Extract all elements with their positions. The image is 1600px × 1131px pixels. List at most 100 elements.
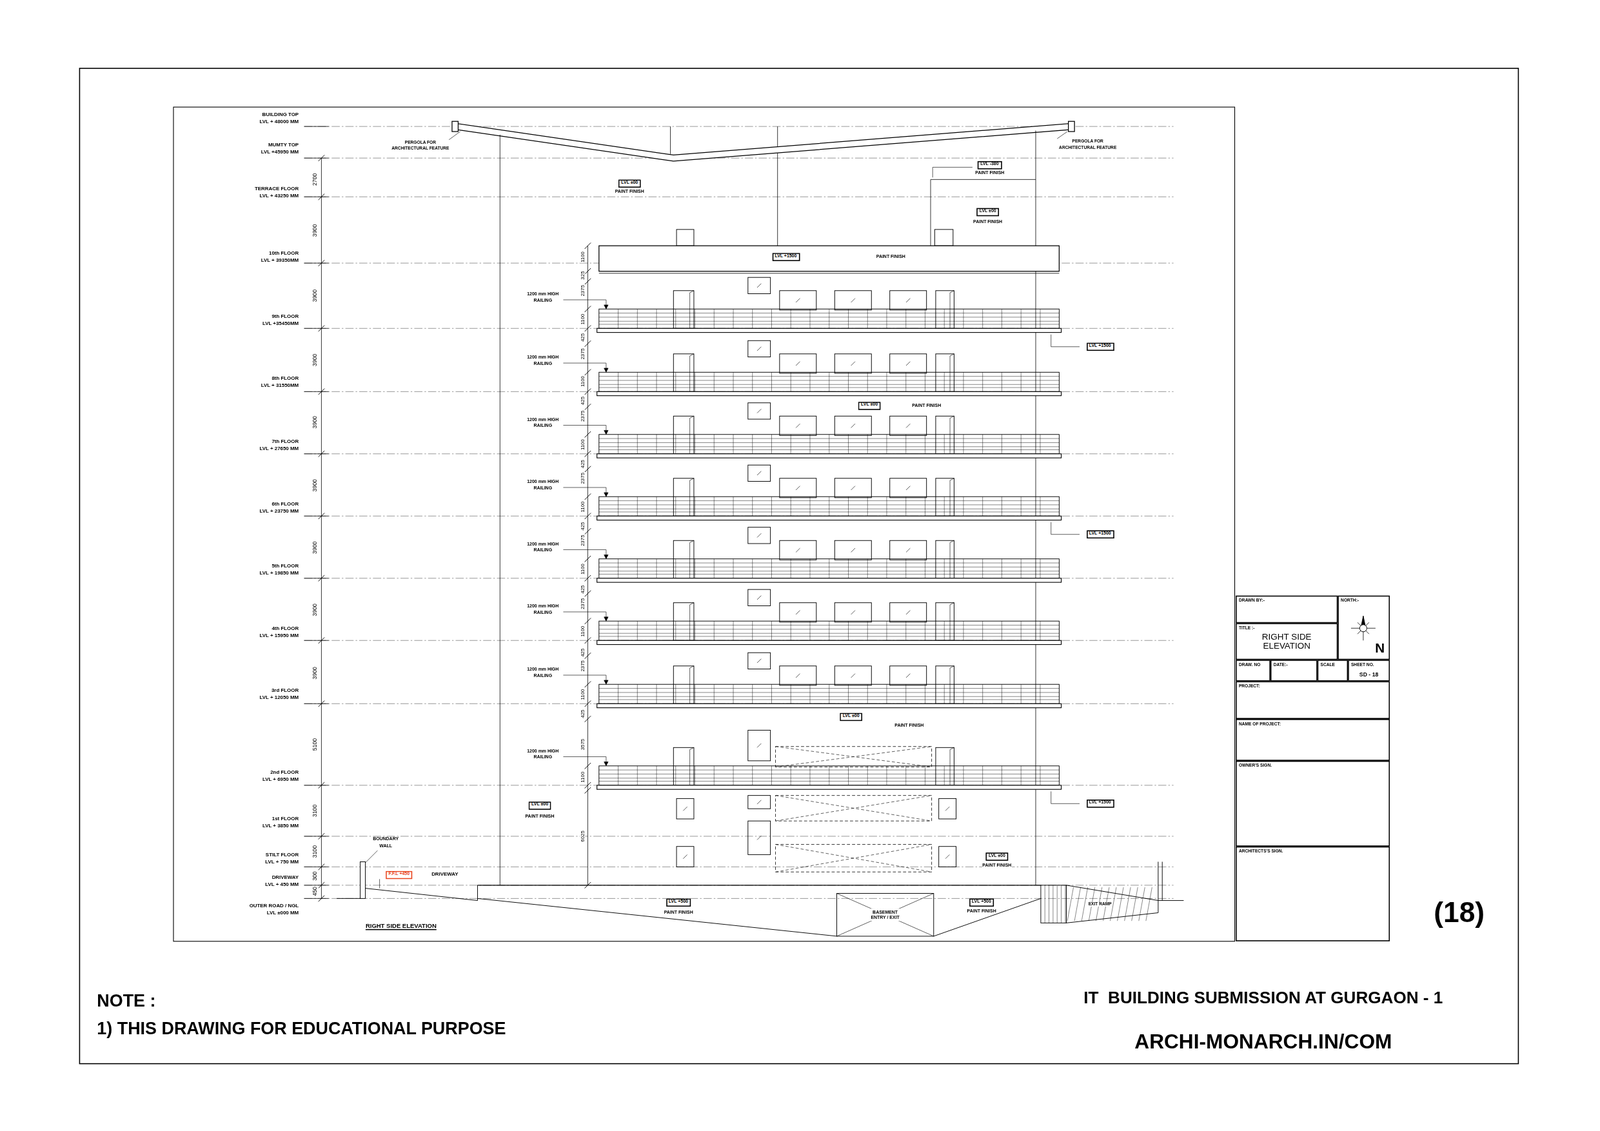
railing-post <box>771 434 772 455</box>
opening-cross <box>836 893 934 936</box>
railing-post <box>637 766 638 786</box>
railing-post <box>809 766 811 786</box>
railing-post <box>637 559 638 579</box>
railing-post <box>1001 372 1003 392</box>
railing-note: RAILING <box>533 548 553 554</box>
title-block-cell: DRAW. NO <box>1235 659 1271 682</box>
railing-post <box>867 434 869 455</box>
dimension-label: 3575 <box>580 738 586 751</box>
door <box>673 747 694 786</box>
railing-post <box>924 434 926 455</box>
railing-post <box>982 766 983 786</box>
level-tag: LVL +1500 <box>1086 530 1114 538</box>
glazing-cross <box>775 795 932 822</box>
railing-post <box>733 621 734 641</box>
railing-post <box>962 496 964 516</box>
dimension-tick <box>584 369 591 376</box>
dimension-tick <box>584 787 591 794</box>
railing-post <box>656 434 658 455</box>
railing-post <box>771 372 772 392</box>
railing-post <box>828 559 830 579</box>
window <box>748 589 771 606</box>
dimension-tick <box>584 403 591 410</box>
level-value: LVL +35450MM <box>261 320 299 326</box>
railing <box>599 684 1060 704</box>
gate-bar <box>1064 885 1066 924</box>
sheet-border <box>79 68 1519 1065</box>
railing-post <box>944 621 945 641</box>
level-tag: LVL ±00 <box>976 208 999 217</box>
window <box>779 354 817 374</box>
roof-window <box>676 229 694 246</box>
window-mark <box>851 610 856 615</box>
railing-post <box>905 684 907 704</box>
railing-leader <box>562 612 606 620</box>
railing-post <box>771 496 772 516</box>
railing-post <box>1039 559 1041 579</box>
window <box>779 290 817 311</box>
finish-note: PAINT FINISH <box>911 403 942 409</box>
railing-post <box>1020 559 1022 579</box>
window <box>889 602 927 623</box>
railing-post <box>617 766 619 786</box>
node-text: NOTE : <box>96 991 991 1012</box>
tag-leader <box>932 167 973 178</box>
tag-leader <box>1051 791 1080 804</box>
railing-post <box>694 434 696 455</box>
dimension-label: 300 <box>312 871 319 881</box>
railing-post <box>809 621 811 641</box>
node-text: BASEMENT ENTRY / EXIT <box>866 909 905 921</box>
door-leaf <box>690 602 694 605</box>
dimension-label: 425 <box>580 521 586 531</box>
door <box>673 354 694 393</box>
node-text: SCALE <box>1320 662 1345 667</box>
window-mark <box>757 835 761 840</box>
dimension-tick <box>584 268 591 275</box>
level-mark <box>304 328 329 329</box>
node-text: NORTH:- <box>1340 598 1387 603</box>
opening-cross <box>836 893 934 936</box>
railing-post <box>867 684 869 704</box>
railing-post <box>944 684 945 704</box>
dimension-tick <box>584 466 591 473</box>
door-leaf <box>949 602 954 605</box>
window <box>889 478 927 498</box>
railing-post <box>962 434 964 455</box>
level-mark <box>304 640 329 642</box>
railing-post <box>905 372 907 392</box>
door <box>935 747 954 786</box>
dimension-label: 3900 <box>312 666 319 680</box>
window <box>889 666 927 686</box>
railing-post <box>637 621 638 641</box>
railing-note: 1200 mm HIGH <box>526 480 560 485</box>
level-tag: LVL -380 <box>977 161 1002 169</box>
drawing-group <box>79 68 1519 1065</box>
title-block-cell: DATE:- <box>1270 659 1318 682</box>
railing-post <box>886 684 887 704</box>
railing-post <box>982 559 983 579</box>
railing-post <box>713 621 715 641</box>
glazing-panel <box>775 844 932 873</box>
dimension-label: 2375 <box>580 284 586 297</box>
railing-post <box>1001 621 1003 641</box>
level-tag: LVL ±00 <box>839 713 863 721</box>
title-block-cell: TITLE :-RIGHT SIDE ELEVATION <box>1235 622 1338 660</box>
dimension-label: 425 <box>580 332 586 342</box>
note-panel: NOTE :1) THIS DRAWING FOR EDUCATIONAL PU… <box>79 977 1008 1064</box>
railing-post <box>982 308 983 329</box>
window-mark <box>757 659 761 663</box>
window <box>889 354 927 374</box>
window-mark <box>757 346 761 351</box>
dimension-tick <box>584 617 591 624</box>
railing-post <box>867 766 869 786</box>
window <box>938 846 957 868</box>
railing-post <box>1020 621 1022 641</box>
level-value: LVL + 31550MM <box>260 383 299 389</box>
window-mark <box>851 548 856 553</box>
level-mark <box>304 784 329 786</box>
pergola-end <box>1068 121 1075 132</box>
railing-post <box>1020 372 1022 392</box>
railing-leader <box>562 363 606 371</box>
window-mark <box>851 361 856 366</box>
dimension-tick <box>584 590 591 597</box>
